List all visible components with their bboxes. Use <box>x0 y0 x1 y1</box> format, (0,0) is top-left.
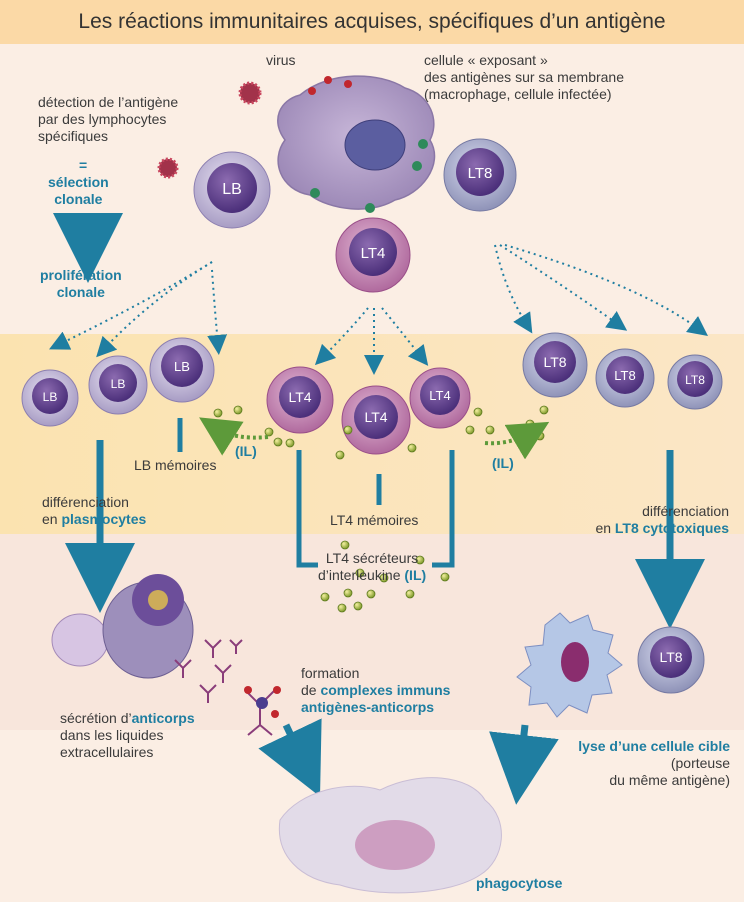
complex-arrow <box>258 718 322 797</box>
lt8-clone-cell: LT8 <box>595 348 655 408</box>
lt4-secretor-label: LT4 sécréteurs d’interleukine (IL) <box>318 550 427 583</box>
il-arrow-right <box>484 421 550 460</box>
antibody-secretion-label: sécrétion d’anticorps dans les liquides … <box>60 710 195 760</box>
lysis-arrow <box>489 724 559 805</box>
svg-text:LT4: LT4 <box>288 389 311 405</box>
svg-text:LB: LB <box>174 359 190 374</box>
svg-text:LB: LB <box>43 390 58 404</box>
selection-label: sélection clonale <box>48 174 109 207</box>
lb-cell-label: LB <box>222 181 242 198</box>
lysis-label: lyse d’une cellule cible (porteuse du mê… <box>578 738 730 788</box>
svg-text:LT8: LT8 <box>659 649 682 665</box>
virus-label: virus <box>266 52 296 68</box>
title-band <box>0 0 744 44</box>
diagram-title: Les réactions immunitaires acquises, spé… <box>78 10 666 33</box>
interleukin-dots <box>213 405 549 613</box>
exposing-cell-nucleus <box>344 119 406 171</box>
lt8-cell-top: LT8 <box>443 138 517 212</box>
svg-text:LB: LB <box>111 377 126 391</box>
lb-cell-top: LB <box>193 151 271 229</box>
lt4-secretor-bracket <box>296 450 455 568</box>
phagocytose-label: phagocytose <box>476 875 563 891</box>
lb-clone-cell: LB <box>88 355 148 415</box>
virus-icon <box>157 157 179 179</box>
lt8-cell-label: LT8 <box>468 165 493 182</box>
svg-text:LT8: LT8 <box>543 354 566 370</box>
lb-clone-cell: LB <box>21 369 79 427</box>
svg-text:LT4: LT4 <box>364 409 387 425</box>
antigen-icon <box>308 87 316 95</box>
phagocyte-nucleus <box>355 820 435 870</box>
detection-label: détection de l’antigène par des lymphocy… <box>38 94 179 144</box>
antigen-icon <box>365 203 375 213</box>
lt8-clone-cell: LT8 <box>522 332 588 398</box>
svg-text:LT8: LT8 <box>685 373 705 387</box>
lb-memory-cell: LB <box>149 337 215 403</box>
il-label-right: (IL) <box>492 455 514 471</box>
antigen-icon <box>344 80 352 88</box>
il-arrow-left <box>199 417 269 456</box>
lt4-memoires-label: LT4 mémoires <box>330 512 419 528</box>
antigen-icon <box>418 139 428 149</box>
exposing-cell-label: cellule « exposant » des antigènes sur s… <box>424 52 624 102</box>
antigen-icon <box>310 188 320 198</box>
equals-sign: = <box>79 157 88 173</box>
proliferation-label: prolifération clonale <box>40 267 122 300</box>
lt8-clone-cell: LT8 <box>667 354 723 410</box>
svg-text:LT8: LT8 <box>614 368 635 383</box>
lt4-clone-cell: LT4 <box>409 367 471 429</box>
antigen-icon <box>324 76 332 84</box>
target-cell-nucleus <box>561 642 589 682</box>
lt4-clone-cell: LT4 <box>266 366 334 434</box>
lt4-cell-top: LT4 <box>335 217 411 293</box>
lt8-cytotoxic-cell: LT8 <box>637 626 705 694</box>
il-label-left: (IL) <box>235 443 257 459</box>
lt8-diff-label: différenciation en LT8 cytotoxiques <box>595 503 729 536</box>
immune-complex-icon <box>244 686 281 736</box>
lt4-cell-label: LT4 <box>361 245 386 262</box>
plasmocyte-cell <box>51 574 194 679</box>
plasmocyte-diff-label: différenciation en plasmocytes <box>42 494 147 527</box>
antibody-icons <box>174 639 243 703</box>
immune-complex-label: formation de complexes immuns antigènes-… <box>301 665 451 715</box>
lt4-memory-cell: LT4 <box>341 385 411 455</box>
antigen-icon <box>412 161 422 171</box>
lb-memoires-label: LB mémoires <box>134 457 217 473</box>
virus-icon <box>238 81 262 105</box>
svg-text:LT4: LT4 <box>429 388 450 403</box>
proliferation-arrows <box>49 244 709 375</box>
